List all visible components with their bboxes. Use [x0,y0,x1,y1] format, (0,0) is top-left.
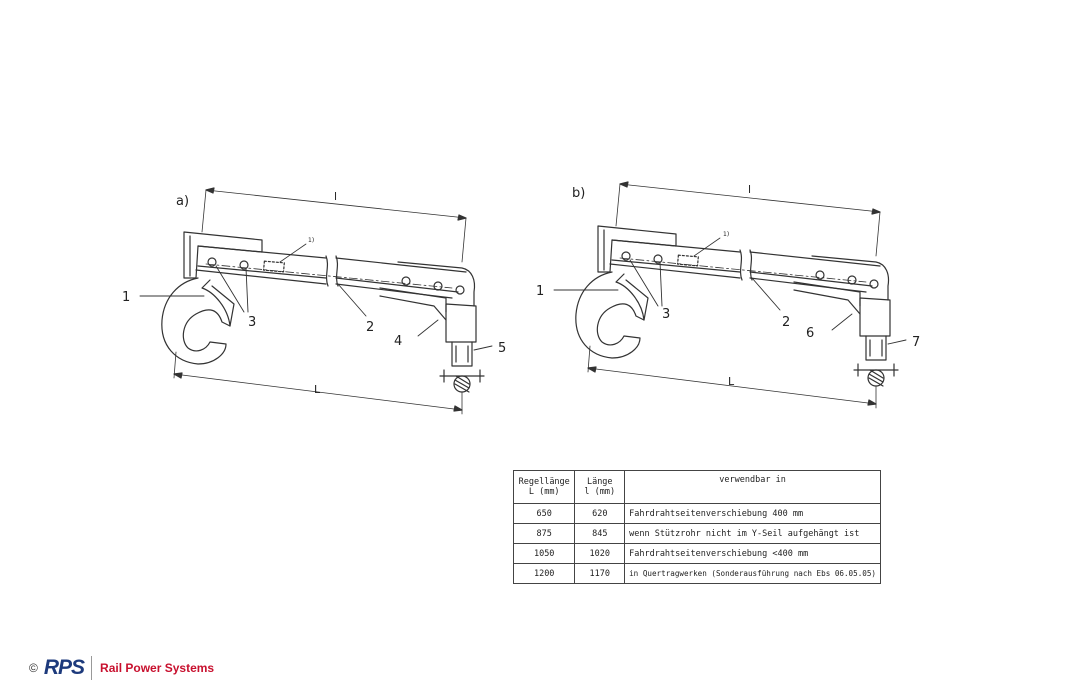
cell-l: 1020 [574,543,626,564]
panel-b-label: b) [572,186,585,201]
brand-name: Rail Power Systems [100,661,215,675]
panel-b-dim-bottom: L [728,375,735,388]
spec-table: Regellänge L (mm) Länge l (mm) verwendba… [512,470,881,584]
panel-a-drawing: a) l L 1) 1 3 2 4 5 [122,187,506,415]
panel-a-callout-1: 1 [122,290,130,305]
cell-l: 620 [574,503,626,524]
rps-logo-mark: RPS [43,656,85,679]
panel-a-callout-2: 2 [366,320,374,335]
header-regellaenge-text: Regellänge L (mm) [518,477,570,497]
table-row: 1050 1020 Fahrdrahtseitenverschiebung <4… [512,543,881,564]
panel-a-small-mark: 1) [308,237,314,244]
cell-l: 1170 [574,563,626,584]
header-verwendbar: verwendbar in [624,470,881,504]
panel-b-callout-6: 6 [806,326,814,341]
header-regellaenge: Regellänge L (mm) [512,470,576,504]
table-header-row: Regellänge L (mm) Länge l (mm) verwendba… [512,470,881,504]
panel-a-callout-5: 5 [498,341,506,356]
panel-a-callout-4: 4 [394,334,402,349]
cell-l: 845 [574,523,626,544]
panel-b-callout-3: 3 [662,307,670,322]
panel-a-label: a) [176,194,189,209]
footer: © RPS Rail Power Systems [29,655,214,681]
header-laenge-text: Länge l (mm) [584,477,616,497]
company-logo: RPS Rail Power Systems [44,656,214,680]
panel-b-callout-1: 1 [536,284,544,299]
cell-usage: Fahrdrahtseitenverschiebung 400 mm [624,503,881,524]
cell-L: 1050 [512,543,576,564]
panel-a-callout-3: 3 [248,315,256,330]
table-row: 875 845 wenn Stützrohr nicht im Y-Seil a… [512,523,881,544]
panel-b-callout-2: 2 [782,315,790,330]
panel-b-dim-top: l [748,183,751,196]
table-row: 650 620 Fahrdrahtseitenverschiebung 400 … [512,503,881,524]
panel-a-dim-top: l [334,190,337,203]
cell-usage: Fahrdrahtseitenverschiebung <400 mm [624,543,881,564]
panel-b-small-mark: 1) [723,231,729,238]
copyright-symbol: © [29,661,38,675]
cell-L: 650 [512,503,576,524]
table-row: 1200 1170 in Quertragwerken (Sonderausfü… [512,563,881,584]
logo-divider [91,656,93,680]
cell-usage: in Quertragwerken (Sonderausführung nach… [624,563,881,584]
cell-L: 1200 [512,563,576,584]
panel-b-drawing: b) l L 1) 1 3 2 6 7 [536,181,920,409]
panel-a-dim-bottom: L [314,383,321,396]
header-verwendbar-text: verwendbar in [719,475,786,485]
header-laenge: Länge l (mm) [574,470,626,504]
cell-L: 875 [512,523,576,544]
cell-usage: wenn Stützrohr nicht im Y-Seil aufgehäng… [624,523,881,544]
panel-b-callout-7: 7 [912,335,920,350]
